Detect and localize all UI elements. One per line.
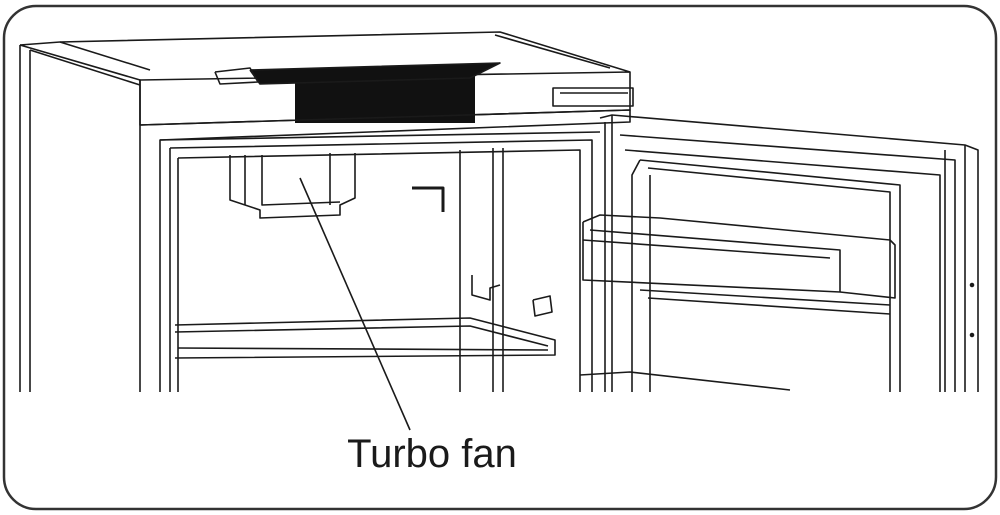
hinge: [552, 87, 634, 107]
turbo-fan-label: Turbo fan: [347, 432, 517, 476]
diagram-border: [2, 4, 998, 511]
leader-line: [299, 177, 411, 431]
glass-shelf: [174, 317, 556, 359]
turbo-fan-housing: [229, 153, 356, 219]
door-bin: [582, 214, 896, 299]
fridge-drawing: [19, 31, 979, 392]
